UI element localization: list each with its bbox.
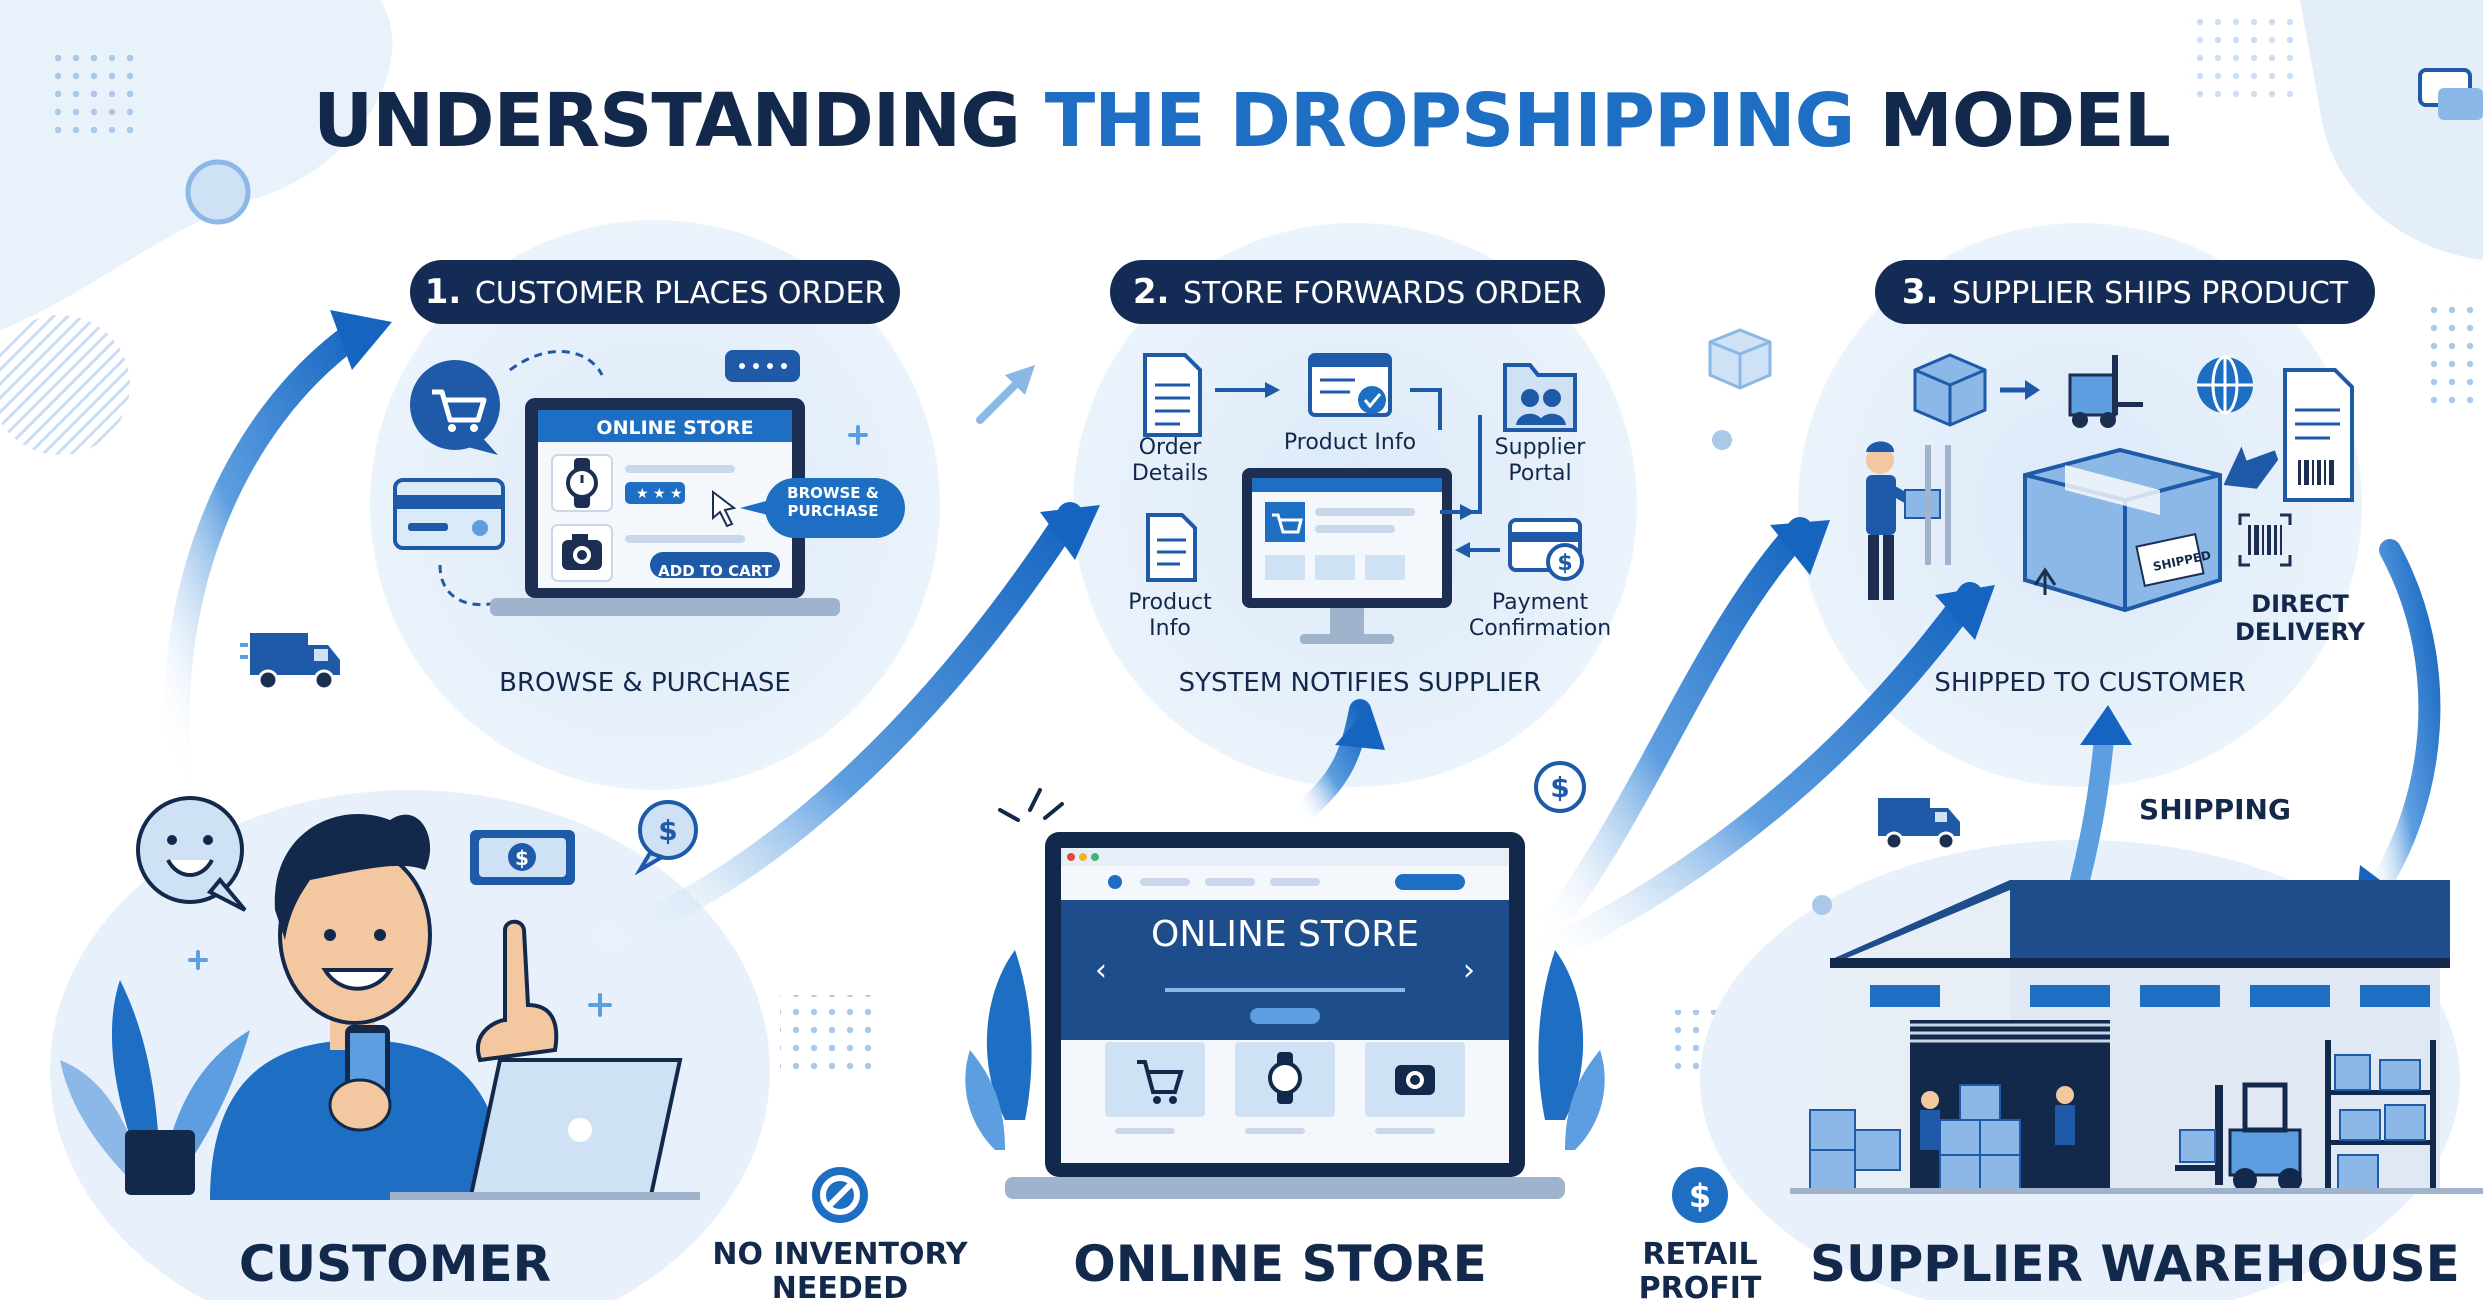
product-info-top-label: Product Info	[1283, 430, 1417, 455]
dollar-icon-2: $	[1534, 761, 1586, 813]
svg-text:★ ★ ★: ★ ★ ★	[636, 486, 683, 502]
order-details-label: Order Details	[1131, 435, 1209, 486]
title-part-1: UNDERSTANDING	[313, 78, 1045, 164]
cart-icon	[410, 360, 500, 455]
browse-purchase-bubble: BROWSE & PURCHASE	[787, 484, 879, 520]
money-bill-icon: $	[470, 830, 575, 885]
step-1-label: CUSTOMER PLACES ORDER	[474, 276, 886, 311]
box-icon-2	[1708, 328, 1772, 390]
supplier-warehouse-illustration	[1790, 880, 2483, 1194]
svg-text:$: $	[515, 846, 529, 870]
customer-illustration	[60, 796, 700, 1200]
svg-text:$: $	[1550, 771, 1569, 804]
step-3-label: SUPPLIER SHIPS PRODUCT	[1952, 276, 2349, 311]
truck-icon-2	[1878, 798, 1960, 851]
shipping-label: SHIPPING	[2139, 793, 2291, 826]
online-store-banner: ONLINE STORE	[1151, 914, 1419, 955]
prohibited-icon	[812, 1167, 868, 1223]
step-2-illustration: $	[1143, 353, 1584, 644]
globe-icon	[2197, 355, 2253, 415]
svg-text:‹: ‹	[1095, 953, 1107, 988]
step-3-number: 3.	[1901, 272, 1939, 312]
step-3-illustration	[1866, 353, 2354, 613]
svg-text:$: $	[1689, 1177, 1711, 1215]
step-3-caption: SHIPPED TO CUSTOMER	[1934, 668, 2246, 698]
smile-icon	[136, 796, 247, 912]
online-store-label: ONLINE STORE	[1073, 1235, 1487, 1293]
attention-rays	[998, 788, 1064, 822]
product-info-left-label: Product Info	[1128, 590, 1212, 641]
direct-delivery-label: DIRECT DELIVERY	[2234, 590, 2366, 646]
folder-users-icon	[1503, 363, 1577, 432]
step-3-pill: 3. SUPPLIER SHIPS PRODUCT	[1875, 260, 2375, 324]
dollar-bubble-icon: $	[634, 800, 698, 875]
supplier-portal-label: Supplier Portal	[1494, 435, 1586, 486]
supplier-warehouse-label: SUPPLIER WAREHOUSE	[1810, 1235, 2460, 1293]
step-1-number: 1.	[424, 272, 462, 312]
svg-text:$: $	[658, 814, 677, 847]
add-to-cart-button[interactable]: ADD TO CART	[658, 562, 772, 580]
step-1-store-header: ONLINE STORE	[596, 417, 754, 439]
page-title: UNDERSTANDING THE DROPSHIPPING MODEL	[0, 78, 2483, 164]
step-1-caption: BROWSE & PURCHASE	[499, 668, 791, 698]
camera-icon	[562, 534, 602, 570]
dollar-icon: $	[1546, 543, 1584, 581]
retail-profit-label: RETAIL PROFIT	[1638, 1237, 1762, 1300]
barcode-icon	[2238, 513, 2292, 567]
watch-icon	[566, 458, 598, 508]
svg-text:›: ›	[1463, 953, 1475, 988]
credit-card-icon	[393, 478, 505, 550]
step-2-pill: 2. STORE FORWARDS ORDER	[1110, 260, 1605, 324]
online-store-laptop: ‹ ›	[965, 832, 1605, 1199]
truck-icon	[240, 633, 340, 691]
step-2-label: STORE FORWARDS ORDER	[1182, 276, 1583, 311]
customer-label: CUSTOMER	[238, 1235, 552, 1293]
title-highlight: THE DROPSHIPPING	[1044, 78, 1856, 164]
svg-text:$: $	[1557, 551, 1572, 576]
dollar-icon-3: $	[1672, 1167, 1728, 1223]
step-1-pill: 1. CUSTOMER PLACES ORDER	[410, 260, 900, 324]
chat-bubbles-icon	[2418, 68, 2483, 120]
step-1-illustration: ★ ★ ★	[393, 350, 905, 616]
document-icon	[1143, 353, 1202, 437]
forklift-icon	[2068, 355, 2143, 428]
no-inventory-label: NO INVENTORY NEEDED	[712, 1237, 968, 1300]
step-2-caption: SYSTEM NOTIFIES SUPPLIER	[1178, 668, 1542, 698]
title-part-2: MODEL	[1854, 78, 2171, 164]
box-icon	[1913, 353, 1987, 427]
payment-confirmation-label: Payment Confirmation	[1468, 590, 1612, 641]
step-2-number: 2.	[1132, 272, 1170, 312]
